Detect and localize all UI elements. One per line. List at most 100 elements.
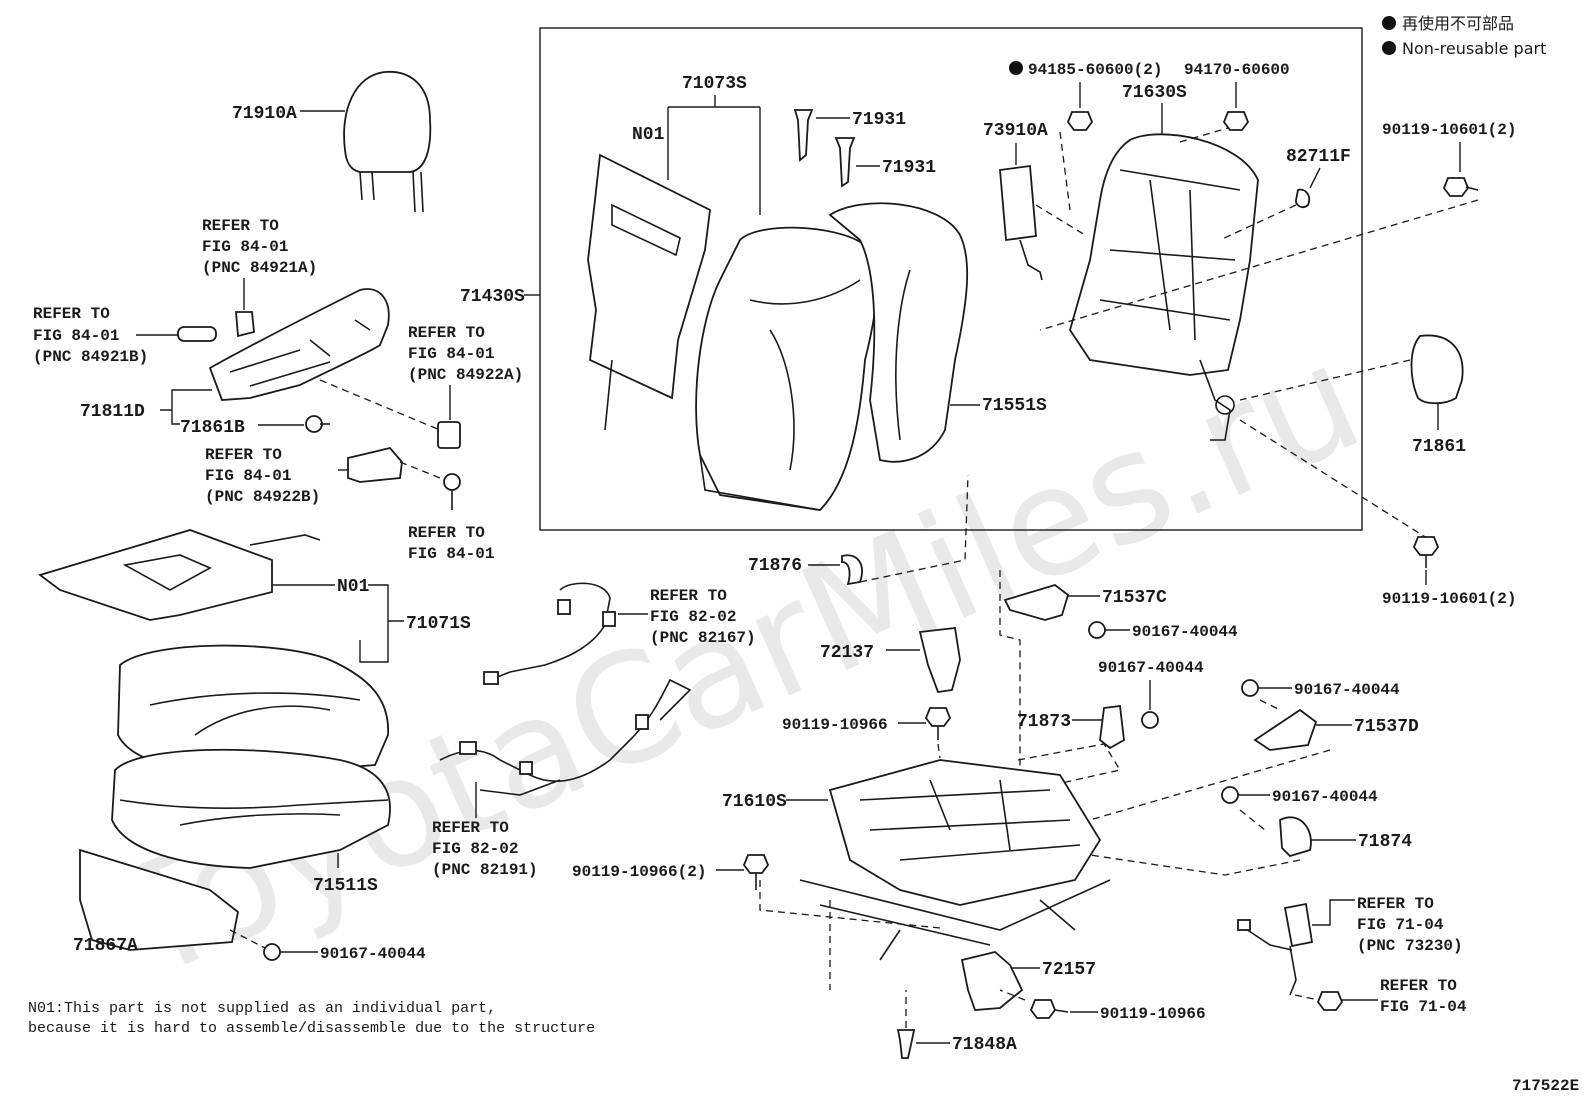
cover-72137[interactable] — [918, 627, 961, 693]
label-71874: 71874 — [1358, 832, 1412, 852]
label-71537C: 71537C — [1102, 588, 1167, 608]
refer-84922A: REFER TO FIG 84-01 (PNC 84922A) — [408, 324, 523, 384]
label-90167-40044-e: 90167-40044 — [320, 945, 426, 963]
seatback-pad-71551S[interactable] — [828, 202, 969, 463]
side-cover-71811D[interactable] — [208, 288, 390, 401]
label-72137: 72137 — [820, 643, 874, 663]
cushion-pad-71511S[interactable] — [111, 748, 391, 869]
label-71537D: 71537D — [1354, 717, 1419, 737]
wire-harness-82191[interactable] — [439, 678, 692, 796]
label-71931-a: 71931 — [852, 110, 906, 130]
wire-harness-82167[interactable] — [483, 582, 616, 685]
refer-84922B: REFER TO FIG 84-01 (PNC 84922B) — [205, 446, 320, 506]
screw-90167-40044-a[interactable] — [1088, 621, 1106, 639]
legend-line-en: Non-reusable part — [1402, 39, 1546, 58]
seatback-pad-N01[interactable] — [587, 153, 711, 431]
bracket-71537C[interactable] — [1003, 584, 1070, 621]
seatback-frame-71630S[interactable] — [1069, 133, 1259, 441]
svg-text:REFER TO: REFER TO — [205, 446, 282, 464]
figure-id: 717522E — [1512, 1077, 1579, 1095]
svg-text:(PNC 84922B): (PNC 84922B) — [205, 488, 320, 506]
pin-71931-a[interactable] — [793, 109, 814, 162]
label-90119-10966-2: 90119-10966(2) — [572, 863, 706, 881]
svg-text:FIG 82-02: FIG 82-02 — [432, 840, 518, 858]
knob-71861[interactable] — [1410, 334, 1464, 405]
svg-text:(PNC 82167): (PNC 82167) — [650, 629, 756, 647]
refer-8401: REFER TO FIG 84-01 — [408, 524, 494, 563]
svg-text:REFER TO: REFER TO — [1357, 895, 1434, 913]
label-90167-40044-c: 90167-40044 — [1294, 681, 1400, 699]
cover-72157[interactable] — [960, 951, 1024, 1011]
headrest-71910A[interactable] — [343, 71, 432, 213]
cover-71876[interactable] — [841, 554, 863, 586]
svg-text:REFER TO: REFER TO — [33, 305, 110, 323]
switch-knob-84921A[interactable] — [235, 311, 255, 338]
svg-text:FIG 84-01: FIG 84-01 — [202, 238, 288, 256]
switch-84922A[interactable] — [437, 421, 461, 449]
bracket-71874[interactable] — [1279, 816, 1312, 858]
screw-90167-40044-e[interactable] — [263, 943, 281, 961]
label-71511S: 71511S — [313, 876, 378, 896]
note-line-1: N01:This part is not supplied as an indi… — [28, 1000, 496, 1017]
label-94170: 94170-60600 — [1184, 61, 1290, 79]
label-71876: 71876 — [748, 556, 802, 576]
svg-text:(PNC 84922A): (PNC 84922A) — [408, 366, 523, 384]
pin-71931-b[interactable] — [834, 137, 856, 188]
svg-text:(PNC 82191): (PNC 82191) — [432, 861, 538, 879]
svg-text:FIG 84-01: FIG 84-01 — [33, 327, 119, 345]
label-94185: 94185-60600(2) — [1028, 61, 1162, 79]
svg-text:FIG 82-02: FIG 82-02 — [650, 608, 736, 626]
svg-text:FIG 84-01: FIG 84-01 — [408, 345, 494, 363]
label-71811D: 71811D — [80, 402, 145, 422]
refer-84921A: REFER TO FIG 84-01 (PNC 84921A) — [202, 217, 317, 277]
label-73910A: 73910A — [983, 121, 1048, 141]
label-71630S: 71630S — [1122, 83, 1187, 103]
screw-71861B[interactable] — [305, 415, 330, 433]
label-71910A: 71910A — [232, 104, 297, 124]
label-90167-40044-b: 90167-40044 — [1098, 659, 1204, 677]
label-N01-top: N01 — [632, 125, 665, 145]
cushion-pad-N01[interactable] — [38, 529, 321, 621]
trim-71867A[interactable] — [79, 848, 239, 951]
refer-82167: REFER TO FIG 82-02 (PNC 82167) — [650, 587, 756, 647]
refer-7104: REFER TO FIG 71-04 — [1380, 977, 1467, 1016]
bolt-90119-10966-a[interactable] — [924, 707, 952, 740]
bolt-90119-10966-2[interactable] — [742, 854, 770, 890]
clip-82711F[interactable] — [1295, 188, 1311, 208]
label-N01-bottom: N01 — [337, 577, 370, 597]
screw-90167-40044-b[interactable] — [1141, 711, 1159, 729]
airbag-73910A[interactable] — [999, 164, 1043, 281]
label-72157: 72157 — [1042, 960, 1096, 980]
non-reusable-dot-icon — [1382, 41, 1396, 55]
svg-text:(PNC 84921B): (PNC 84921B) — [33, 348, 148, 366]
svg-text:REFER TO: REFER TO — [1380, 977, 1457, 995]
svg-text:FIG 71-04: FIG 71-04 — [1357, 916, 1444, 934]
bracket-71873[interactable] — [1099, 704, 1125, 750]
seatback-cover-71073S[interactable] — [695, 226, 878, 511]
nut-94170[interactable] — [1222, 111, 1250, 131]
bracket-71537D[interactable] — [1253, 708, 1318, 751]
switch-knob-84921B[interactable] — [177, 326, 217, 342]
screw-84-01[interactable] — [443, 473, 461, 510]
seat-belt-buckle-73230[interactable] — [1237, 902, 1314, 996]
label-90167-40044-a: 90167-40044 — [1132, 623, 1238, 641]
label-90119-10966-a: 90119-10966 — [782, 716, 888, 734]
bolt-71-04[interactable] — [1316, 991, 1344, 1011]
switch-84922B[interactable] — [347, 446, 403, 483]
legend: 再使用不可部品 Non-reusable part — [1382, 14, 1546, 58]
svg-text:REFER TO: REFER TO — [650, 587, 727, 605]
label-71873: 71873 — [1017, 712, 1071, 732]
seatback-group-frame — [539, 27, 1363, 531]
seat-track-71610S[interactable] — [799, 759, 1111, 961]
bolt-90119-10966-b[interactable] — [1029, 999, 1069, 1019]
clip-71848A[interactable] — [896, 1029, 916, 1059]
screw-90167-40044-d[interactable] — [1221, 786, 1239, 804]
screw-90167-40044-c[interactable] — [1241, 679, 1259, 697]
svg-text:FIG 84-01: FIG 84-01 — [408, 545, 494, 563]
bolt-90119-10601-a[interactable] — [1442, 177, 1479, 197]
nut-94185[interactable] — [1066, 111, 1094, 131]
label-71861: 71861 — [1412, 437, 1466, 457]
svg-text:REFER TO: REFER TO — [202, 217, 279, 235]
bolt-90119-10601-b[interactable] — [1412, 536, 1440, 568]
